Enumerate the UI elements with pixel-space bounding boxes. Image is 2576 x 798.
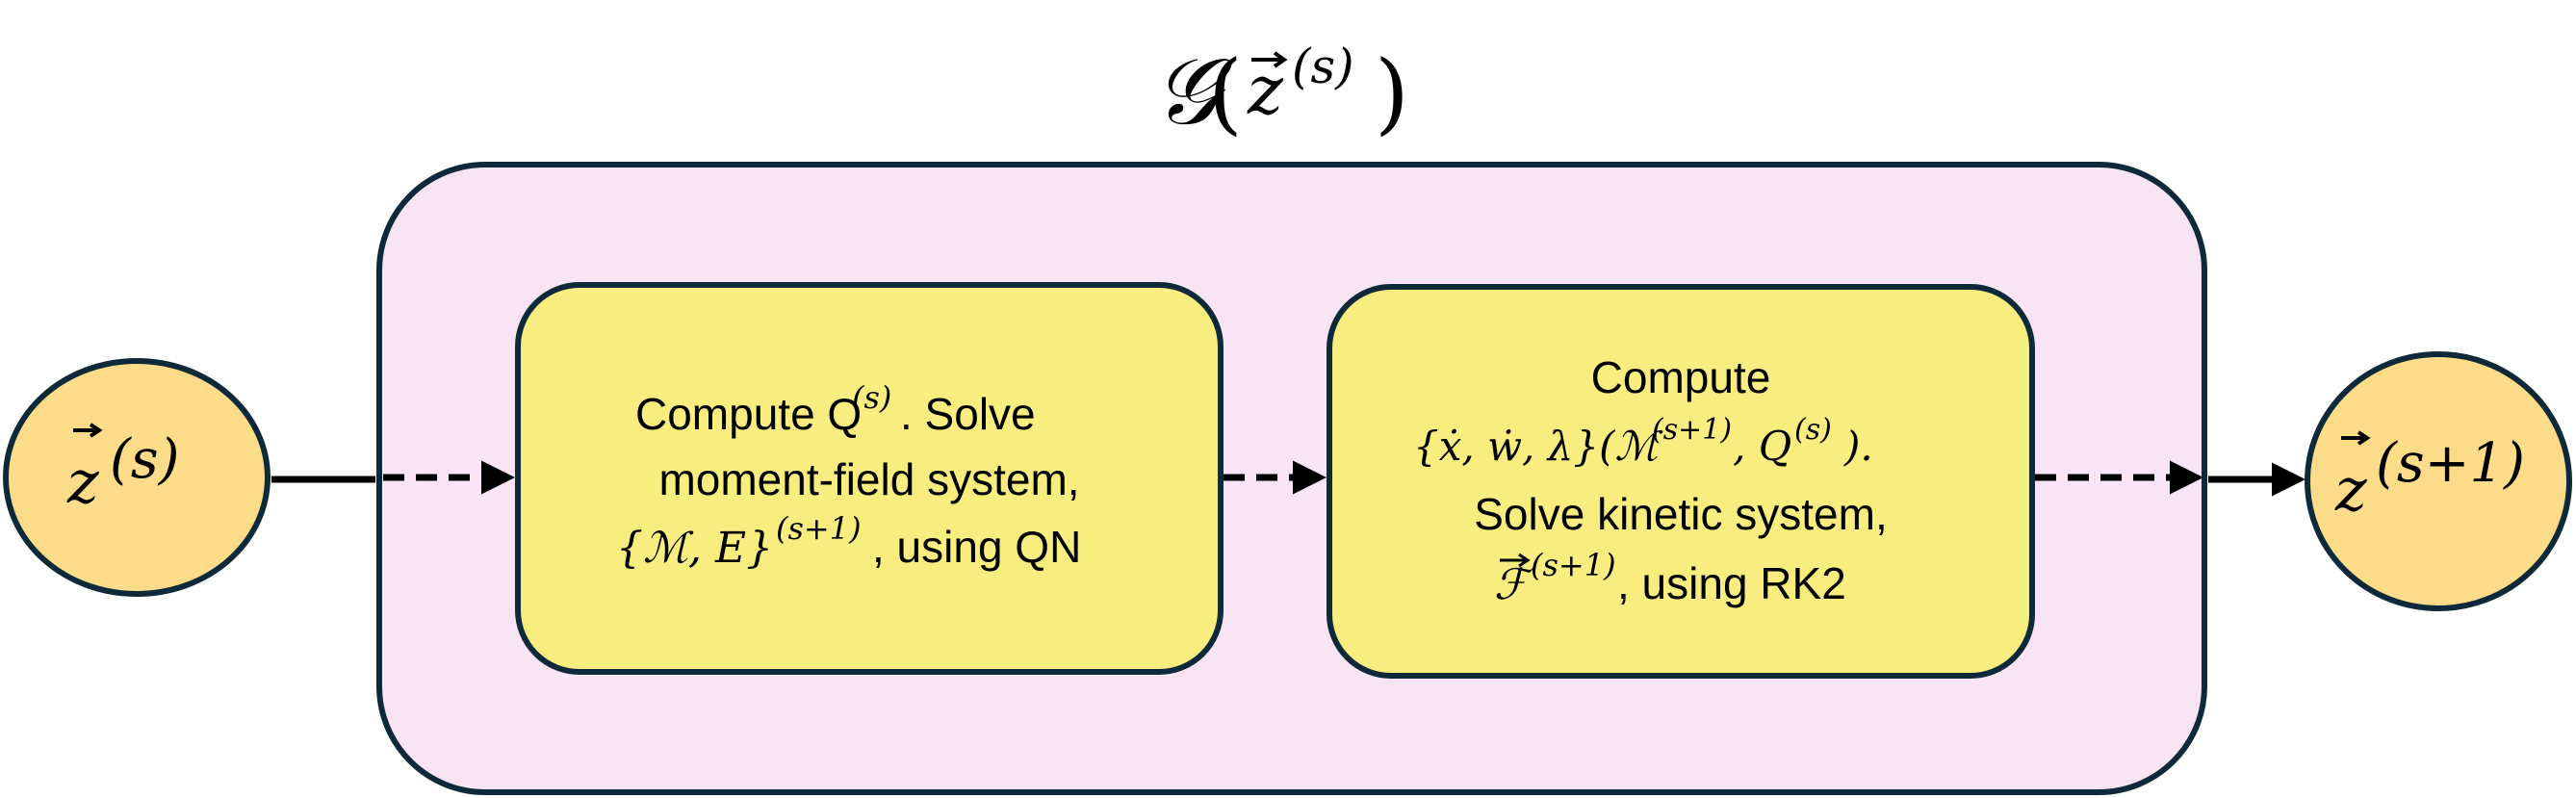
step2-close-text: ). xyxy=(1843,423,1873,470)
step2-compute-text: Compute xyxy=(1591,352,1771,402)
step1-solve-text: . Solve xyxy=(900,389,1036,439)
step2-system-text: Solve kinetic system, xyxy=(1474,489,1887,539)
input-vector-arrow xyxy=(73,423,103,438)
step1-method-text: , using QN xyxy=(872,522,1081,572)
step2-method-text: , using RK2 xyxy=(1617,558,1846,608)
input-state-node: z (s) xyxy=(3,358,270,597)
input-superscript: (s) xyxy=(110,428,179,491)
operator-title: 𝒢 ( z (s) ) xyxy=(1153,38,1409,145)
svg-text:Compute Q: Compute Q xyxy=(635,389,862,439)
output-vector-base: z xyxy=(2334,454,2367,525)
step2-f-superscript: (s+1) xyxy=(1531,547,1616,583)
title-open-paren: ( xyxy=(1208,41,1243,144)
operator-symbol: 𝒢 xyxy=(1153,38,1232,145)
step2-q-text: , Q xyxy=(1733,423,1791,470)
step2-f-vector-arrow xyxy=(1500,553,1531,568)
step1-unknowns: {ℳ, E} xyxy=(616,524,773,573)
step2-m-superscript: (s+1) xyxy=(1652,413,1732,447)
moment-field-step: Compute Q (s) . Solve moment-field syste… xyxy=(515,282,1224,675)
kinetic-step: Compute {ẋ, ẇ, λ}(ℳ (s+1) , Q (s) ). Sol… xyxy=(1327,284,2035,679)
title-vector-base: z xyxy=(1247,51,1284,130)
output-state-node: z (s+1) xyxy=(2305,351,2572,611)
step1-system-text: moment-field system, xyxy=(658,454,1079,504)
title-close-paren: ) xyxy=(1375,41,1409,144)
title-superscript: (s) xyxy=(1292,39,1354,94)
output-superscript: (s+1) xyxy=(2376,432,2525,495)
output-vector-arrow xyxy=(2341,430,2371,446)
step2-velocity-set: {ẋ, ẇ, λ}(ℳ xyxy=(1413,423,1663,470)
flow-arrows xyxy=(271,460,2306,497)
step1-q-superscript: (s) xyxy=(852,379,891,416)
step1-unknowns-superscript: (s+1) xyxy=(776,510,862,547)
step1-compute-text: Compute Q xyxy=(635,389,862,439)
input-vector-base: z xyxy=(66,447,99,517)
step2-q-superscript: (s) xyxy=(1794,413,1832,447)
title-vector-arrow xyxy=(1251,51,1288,68)
